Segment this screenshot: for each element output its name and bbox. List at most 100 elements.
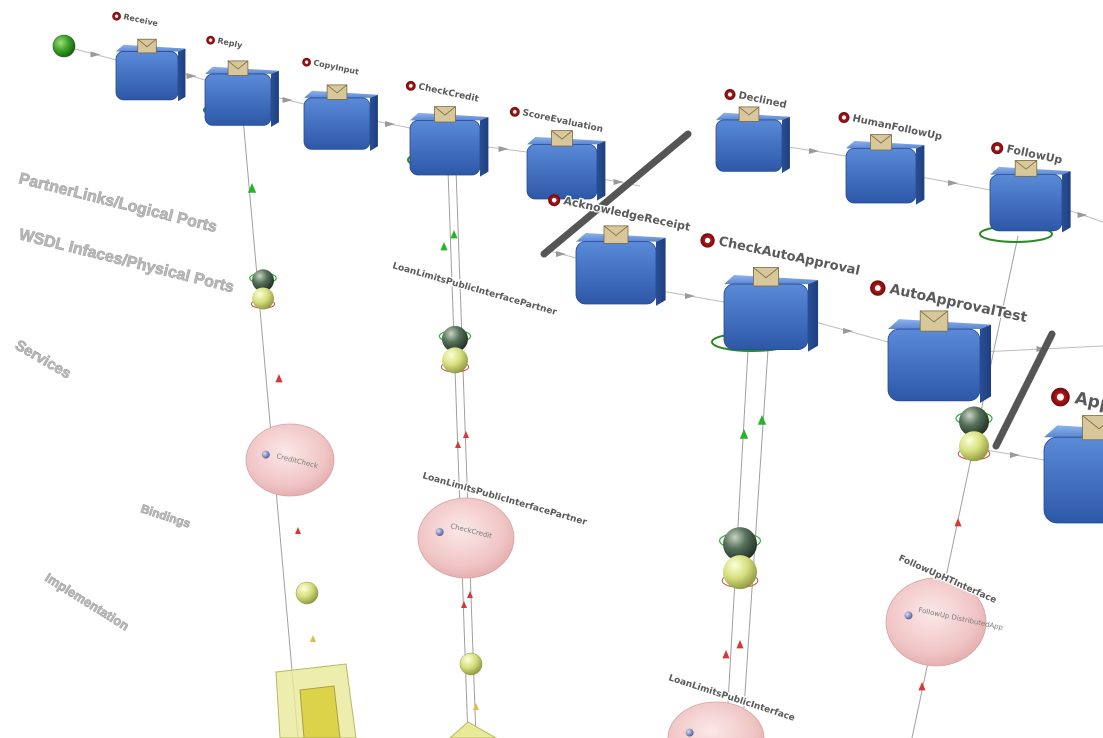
flow-arrow-icon [613,179,624,185]
envelope-icon [919,310,949,332]
port-sphere-light-icon [723,555,757,590]
port-sphere-light-icon [959,431,989,462]
service-icon [904,611,913,620]
activity-label-copy-input: CopyInput [313,58,360,76]
activity-human-follow-up[interactable]: HumanFollowUp [838,112,944,205]
binding-line [447,169,469,738]
activity-receive[interactable]: Receive [112,11,186,102]
activity-box-front [303,97,371,150]
activity-box-side [1062,171,1071,233]
activity-acknowledge-receipt[interactable]: AcknowledgeReceipt [548,193,693,306]
envelope-icon [870,134,892,151]
start-node-icon[interactable] [52,34,76,58]
partition-bar [992,330,1056,450]
activity-score-evaluation[interactable]: ScoreEvaluation [509,106,606,201]
red-cone-icon [461,601,467,608]
partition-bar [540,130,692,258]
activity-box-front [1043,436,1103,524]
port-sphere-light-icon [442,347,468,374]
activity-marker-icon [509,106,520,117]
activity-marker-icon [724,89,736,100]
layer-label-wsdl-interfaces: WSDL Infaces/Physical Ports [17,226,236,296]
red-cone-icon [722,650,730,659]
red-cone-icon [463,431,469,438]
activity-box-side [480,117,489,177]
envelope-icon [137,38,157,54]
flow-arrow-icon [186,73,197,79]
binding-line [455,169,477,738]
activity-check-credit[interactable]: CheckCredit [405,80,489,177]
flow-arrow-icon [90,51,101,58]
port-sphere-pair [249,269,277,310]
activity-check-auto-approval[interactable]: CheckAutoApproval [700,233,863,352]
flow-arrow-icon [385,121,395,127]
flow-arrow-icon [498,146,509,152]
activity-box-side [178,48,186,102]
activity-box-side [916,145,925,205]
implementation-box [275,663,357,738]
activity-box-front [115,51,179,101]
layer-label-bindings: Bindings [139,502,192,531]
activity-marker-icon [206,35,216,45]
activity-marker-icon [302,57,311,67]
activity-box-front [723,283,809,350]
envelope-icon [326,84,348,100]
green-cone-icon [450,230,458,239]
service-icon [261,450,270,459]
green-cone-icon [739,429,749,439]
activity-box-front [845,147,917,204]
flow-arrow-icon [948,180,958,186]
red-cone-icon [918,682,926,691]
service-bubble [417,497,515,579]
envelope-icon [1014,160,1038,177]
activity-marker-icon [838,112,850,123]
flow-connector [74,48,117,61]
service-icon [685,728,694,737]
green-cone-icon [757,415,767,425]
flow-connector [915,175,991,191]
flow-arrow-icon [1010,452,1020,458]
activity-label-auto-approval-test: AutoApprovalTest [888,281,1029,326]
activity-marker-icon [548,194,561,207]
activity-marker-icon [405,80,416,91]
envelope-icon [1082,415,1103,441]
activity-box-side [370,94,378,151]
flow-arrow-icon [282,97,293,103]
activity-copy-input[interactable]: CopyInput [302,57,378,151]
activity-label-check-auto-approval: CheckAutoApproval [717,234,861,279]
flow-connector [985,449,1045,461]
activity-declined[interactable]: Declined [715,89,790,173]
green-cone-icon [247,183,257,193]
activity-box-front [575,241,657,305]
activity-label-approved: App [1073,388,1103,415]
flow-connector [807,319,889,343]
activity-marker-icon [700,233,715,248]
activity-box-side [808,280,819,352]
red-cone-icon [295,527,301,534]
flow-connector [781,145,847,157]
flow-arrow-icon [843,328,853,334]
binding-sphere-icon [295,581,319,605]
layer-label-implementation: Implementation [42,570,131,634]
interface-label-loan-limits-1: LoanLimitsPublicInterfacePartner [391,261,558,318]
activity-box-side [782,116,790,173]
envelope-icon [753,267,780,287]
yellow-cone-icon [310,635,316,642]
activity-box-side [980,324,992,404]
layer-label-services: Services [12,337,74,383]
activity-approved[interactable]: App [1043,387,1103,526]
activity-box-front [989,174,1063,232]
port-sphere-dark-icon [442,325,468,352]
flow-arrow-icon [1077,212,1088,218]
activity-label-human-follow-up: HumanFollowUp [851,113,943,143]
activity-box-front [526,143,598,200]
flow-connector [655,289,725,303]
activity-follow-up[interactable]: FollowUp [989,141,1071,233]
activity-box-front [204,73,272,126]
implementation-box [449,721,498,738]
activity-marker-icon [1051,387,1070,407]
activity-reply[interactable]: Reply [204,35,279,127]
activity-box-front [887,328,981,402]
